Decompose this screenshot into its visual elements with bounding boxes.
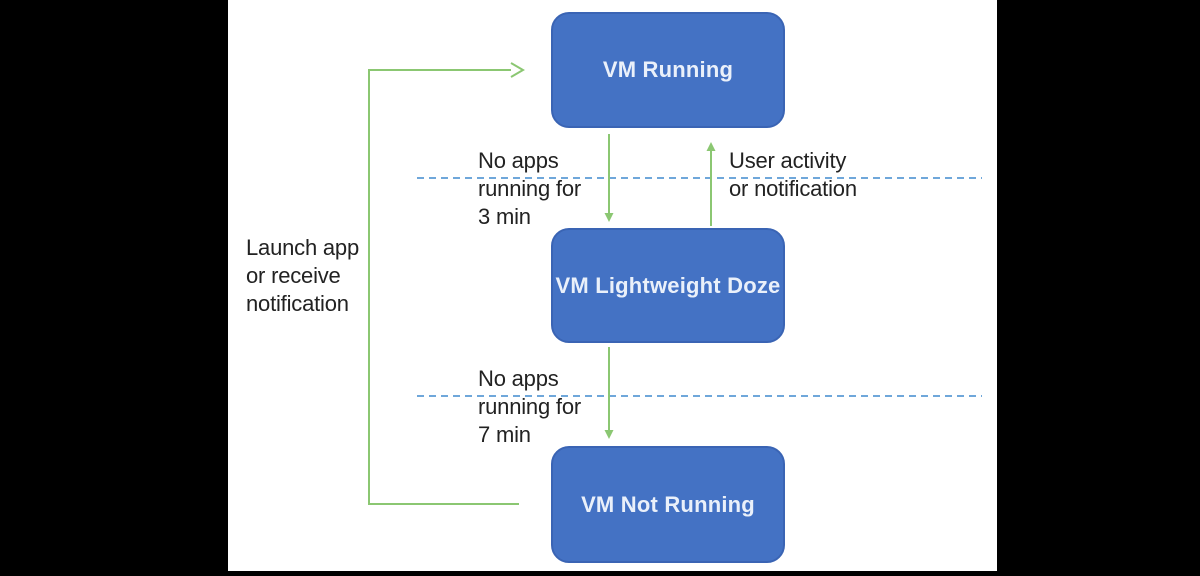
- node-vm-lightweight-doze-label: VM Lightweight Doze: [555, 272, 781, 298]
- edge-label-user-activity: User activity or notification: [729, 147, 857, 203]
- loop-arrow-notrunning-to-running: [368, 62, 525, 505]
- edge-label-line: or notification: [729, 176, 857, 201]
- edge-label-line: No apps: [478, 366, 559, 391]
- node-vm-not-running: VM Not Running: [551, 446, 785, 563]
- connectors-svg: [368, 62, 982, 505]
- edge-label-line: No apps: [478, 148, 559, 173]
- edge-label-line: 3 min: [478, 204, 531, 229]
- edge-label-no-apps-7min: No apps running for 7 min: [478, 365, 581, 449]
- node-vm-not-running-label: VM Not Running: [581, 491, 755, 517]
- edge-label-line: running for: [478, 394, 581, 419]
- node-vm-lightweight-doze: VM Lightweight Doze: [551, 228, 785, 343]
- edge-label-no-apps-3min: No apps running for 3 min: [478, 147, 581, 231]
- node-vm-running: VM Running: [551, 12, 785, 128]
- edge-label-line: 7 min: [478, 422, 531, 447]
- slide-content-area: VM Running VM Lightweight Doze VM Not Ru…: [228, 0, 997, 571]
- edge-label-line: Launch app: [246, 235, 359, 260]
- edge-label-line: running for: [478, 176, 581, 201]
- node-vm-running-label: VM Running: [602, 57, 734, 82]
- edge-label-line: notification: [246, 291, 349, 316]
- edge-label-launch-app: Launch app or receive notification: [246, 234, 359, 318]
- edge-label-line: User activity: [729, 148, 847, 173]
- edge-label-line: or receive: [246, 263, 341, 288]
